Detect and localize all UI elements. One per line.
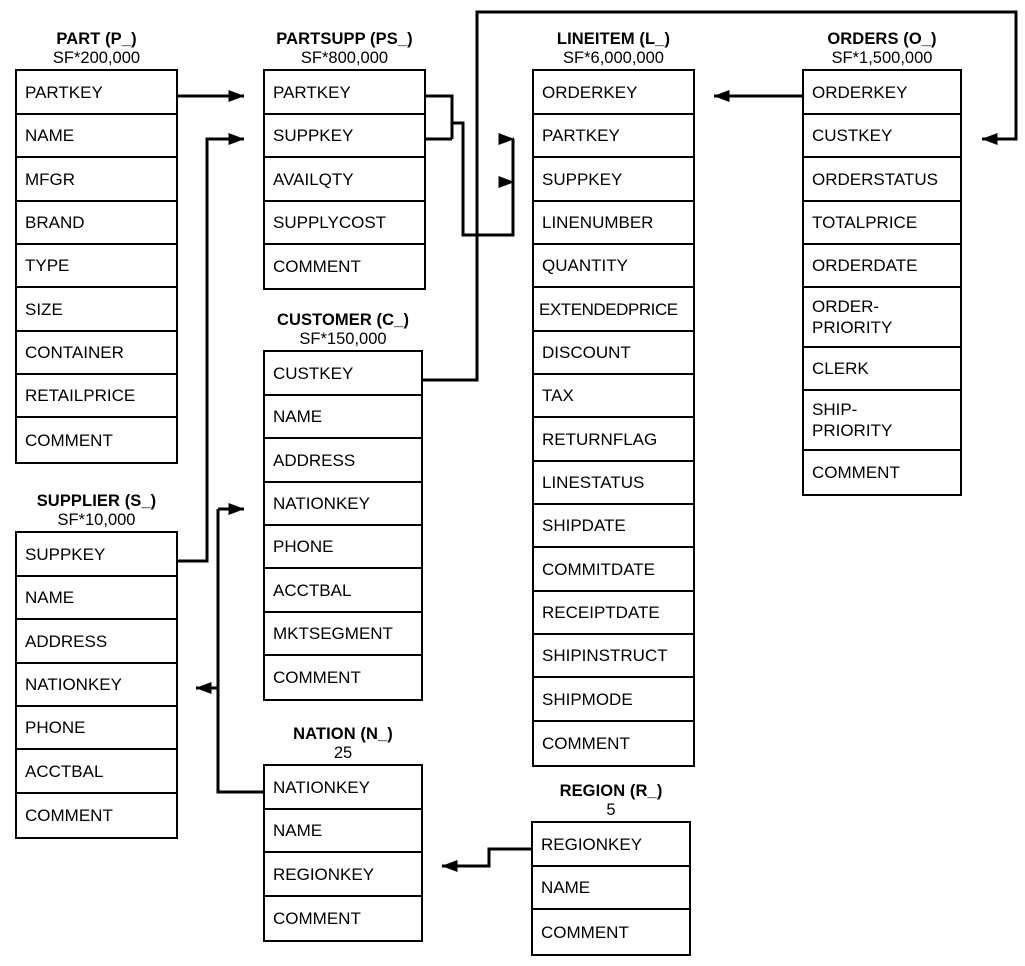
wire-partsupp-trunk	[452, 121, 515, 237]
attribute-row: ORDERKEY	[804, 71, 960, 115]
entity-title-partsupp: PARTSUPP (PS_)	[276, 30, 413, 48]
attribute-row: MFGR	[17, 158, 176, 202]
attribute-row: ORDERSTATUS	[804, 158, 960, 202]
attribute-row: SHIPINSTRUCT	[534, 635, 693, 678]
attribute-row: SHIPMODE	[534, 678, 693, 722]
entity-cardinality-part: SF*200,000	[52, 49, 141, 67]
entity-title-nation: NATION (N_)	[293, 725, 393, 743]
attribute-row: SUPPKEY	[534, 158, 693, 202]
attribute-row: MKTSEGMENT	[265, 613, 421, 656]
entity-cardinality-lineitem: SF*6,000,000	[563, 49, 664, 67]
entity-title-region: REGION (R_)	[559, 782, 663, 800]
attribute-row: ACCTBAL	[265, 569, 421, 613]
attribute-row: COMMENT	[273, 668, 361, 687]
entity-cardinality-nation: 25	[333, 744, 353, 762]
wire-partsupp-bracket-partkey	[426, 94, 454, 139]
entity-cardinality-partsupp: SF*800,000	[300, 49, 389, 67]
attribute-row: RETAILPRICE	[17, 375, 176, 418]
attribute-row: COMMENT	[273, 909, 361, 928]
attribute-row: COMMENT	[812, 463, 900, 482]
attribute-row: NAME	[17, 577, 176, 620]
attribute-row: COMMENT	[542, 734, 630, 753]
attribute-row: NAME	[265, 396, 421, 439]
attribute-row: BRAND	[17, 202, 176, 245]
attribute-row: RETURNFLAG	[534, 418, 693, 462]
entity-title-lineitem: LINEITEM (L_)	[556, 30, 671, 48]
attribute-row: REGIONKEY	[533, 823, 689, 867]
attribute-row: TOTALPRICE	[804, 202, 960, 245]
attribute-row: PHONE	[17, 707, 176, 750]
attribute-row: PHONE	[265, 526, 421, 569]
attribute-row: PARTKEY	[534, 115, 693, 158]
attribute-row: AVAILQTY	[265, 158, 424, 202]
attribute-row: TYPE	[17, 245, 176, 288]
attribute-row: RECEIPTDATE	[534, 592, 693, 635]
attribute-row: LINESTATUS	[534, 462, 693, 505]
entity-cardinality-supplier: SF*10,000	[57, 511, 136, 529]
attribute-row: ADDRESS	[265, 439, 421, 483]
attribute-row: ORDERKEY	[534, 71, 693, 115]
attribute-row: COMMENT	[25, 430, 113, 450]
entity-title-supplier: SUPPLIER (S_)	[36, 492, 157, 510]
wire-nation-trunk	[216, 509, 263, 794]
attribute-row: ORDER- PRIORITY	[804, 288, 960, 348]
attribute-row: DISCOUNT	[534, 332, 693, 375]
attribute-row: SUPPKEY	[265, 115, 424, 158]
attribute-row: CLERK	[804, 348, 960, 391]
attribute-row: CONTAINER	[17, 332, 176, 375]
attribute-row: EXTENDEDPRICE	[534, 288, 693, 332]
wire-supplier-to-partsupp	[178, 133, 245, 563]
entity-cardinality-customer: SF*150,000	[299, 330, 387, 348]
attribute-row: SUPPLYCOST	[265, 202, 424, 245]
entity-title-customer: CUSTOMER (C_)	[276, 311, 410, 329]
attribute-row: CUSTKEY	[804, 115, 960, 158]
wire-region-to-nation	[441, 847, 531, 872]
attribute-row: NAME	[265, 810, 421, 853]
attribute-row: COMMENT	[273, 257, 361, 276]
attribute-row: ADDRESS	[17, 620, 176, 664]
attribute-row: NAME	[533, 867, 689, 910]
attribute-row: LINENUMBER	[534, 202, 693, 245]
attribute-row: PARTKEY	[17, 71, 176, 115]
attribute-row: SUPPKEY	[17, 533, 176, 577]
attribute-row: COMMITDATE	[534, 548, 693, 592]
attribute-row: REGIONKEY	[265, 853, 421, 897]
attribute-row: PARTKEY	[265, 71, 424, 115]
attribute-row: TAX	[534, 375, 693, 418]
entity-cardinality-orders: SF*1,500,000	[831, 49, 933, 67]
attribute-row: ACCTBAL	[17, 750, 176, 794]
attribute-row: SHIP- PRIORITY	[804, 391, 960, 451]
attribute-row: SHIPDATE	[534, 505, 693, 548]
entity-title-orders: ORDERS (O_)	[827, 30, 937, 48]
attribute-row: NATIONKEY	[17, 664, 176, 707]
attribute-row: CUSTKEY	[265, 352, 421, 396]
attribute-row: NAME	[17, 115, 176, 158]
entity-cardinality-region: 5	[606, 801, 616, 819]
wire-partsupp-to-lineitem-suppkey	[498, 176, 515, 235]
attribute-row: NATIONKEY	[265, 483, 421, 526]
attribute-row: ORDERDATE	[804, 245, 960, 288]
attribute-row: SIZE	[17, 288, 176, 332]
attribute-row: COMMENT	[541, 922, 629, 942]
attribute-row: QUANTITY	[534, 245, 693, 288]
attribute-row: NATIONKEY	[265, 766, 421, 810]
attribute-row: COMMENT	[25, 806, 113, 825]
entity-title-part: PART (P_)	[56, 30, 137, 48]
